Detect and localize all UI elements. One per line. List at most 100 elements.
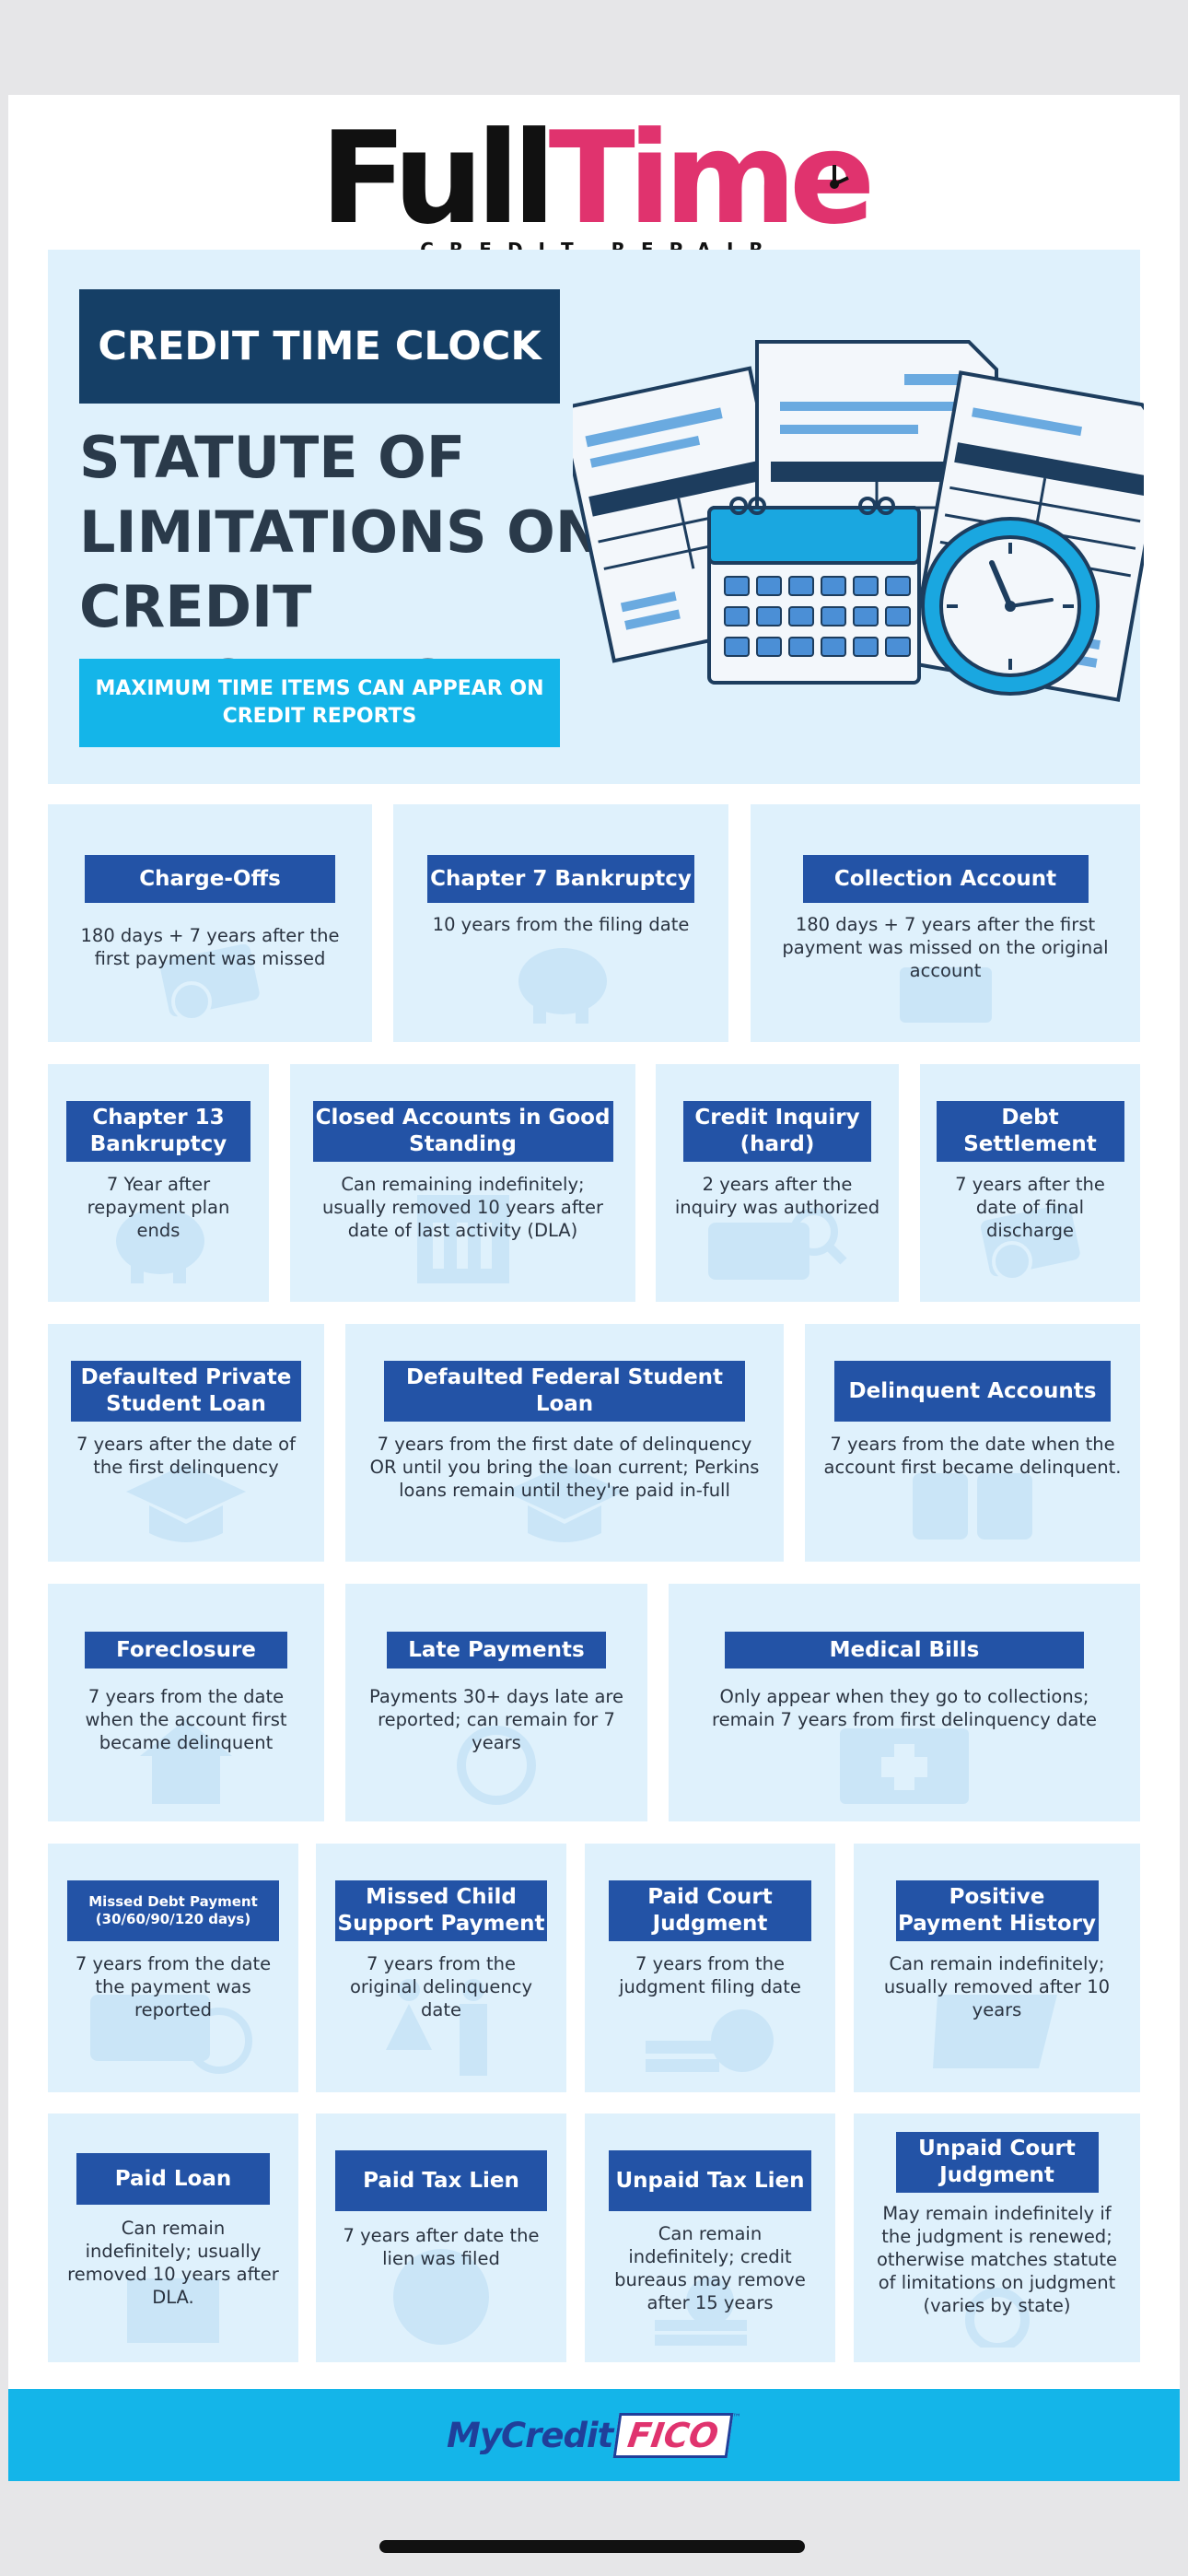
calendar-icon bbox=[707, 497, 921, 685]
card-paid-court-judgment: Paid Court Judgment 7 years from the judg… bbox=[585, 1844, 835, 2092]
credit-card-icon bbox=[975, 1203, 1086, 1291]
hero-section: CREDIT TIME CLOCK STATUTE OF LIMITATIONS… bbox=[48, 250, 1144, 784]
card-label: Credit Inquiry (hard) bbox=[683, 1101, 871, 1162]
card-defaulted-federal-student-loan: Defaulted Federal Student Loan 7 years fr… bbox=[345, 1324, 784, 1562]
card-credit-inquiry-hard: Credit Inquiry (hard) 2 years after the i… bbox=[656, 1064, 899, 1302]
card-description: 7 years from the date when the account f… bbox=[85, 1686, 287, 1753]
wall-clock-icon bbox=[921, 517, 1100, 696]
broken-card-icon bbox=[908, 1464, 1037, 1551]
infographic-page: FullTime CREDIT REPAIR CREDIT TIME CLOCK… bbox=[8, 95, 1180, 2481]
card-chapter-13-bankruptcy: Chapter 13 Bankruptcy 7 Year after repaym… bbox=[48, 1064, 269, 1302]
card-chapter-7-bankruptcy: Chapter 7 Bankruptcy 10 years from the fi… bbox=[393, 804, 728, 1042]
hero-subtitle: MAXIMUM TIME ITEMS CAN APPEAR ON CREDIT … bbox=[79, 659, 560, 747]
card-label: Debt Settlement bbox=[936, 1101, 1124, 1162]
logo-word-full: Full bbox=[320, 104, 555, 252]
card-foreclosure: Foreclosure 7 years from the date when th… bbox=[48, 1584, 324, 1821]
card-description: 7 years from the date when the account f… bbox=[823, 1434, 1122, 1478]
card-description: 7 years after date the lien was filed bbox=[343, 2225, 540, 2269]
card-description: 180 days + 7 years after the first payme… bbox=[782, 914, 1109, 981]
inbox-icon bbox=[895, 963, 996, 1031]
coin-stack-icon bbox=[646, 2274, 775, 2351]
family-icon bbox=[372, 1976, 510, 2081]
piggy-bank-icon bbox=[103, 1195, 214, 1291]
card-label: Paid Tax Lien bbox=[335, 2150, 547, 2211]
card-description: 7 years from the date the payment was re… bbox=[75, 1953, 272, 2020]
card-description: 10 years from the filing date bbox=[432, 914, 690, 935]
trademark-mark: ™ bbox=[731, 2412, 741, 2423]
card-charge-offs: Charge-Offs 180 days + 7 years after the … bbox=[48, 804, 372, 1042]
card-label: Positive Payment History bbox=[895, 1880, 1099, 1941]
card-label: Chapter 13 Bankruptcy bbox=[66, 1101, 250, 1162]
hero-title-line: LIMITATIONS ON bbox=[79, 498, 603, 566]
card-description: Can remain indefinitely; credit bureaus … bbox=[614, 2223, 806, 2313]
card-description: Payments 30+ days late are reported; can… bbox=[368, 1686, 624, 1753]
card-label: Foreclosure bbox=[85, 1632, 287, 1669]
card-description: 7 years from the original delinquency da… bbox=[349, 1953, 532, 2020]
card-label: Missed Debt Payment (30/60/90/120 days) bbox=[67, 1880, 279, 1941]
coins-icon bbox=[641, 1985, 779, 2081]
credit-card-icon bbox=[155, 943, 265, 1031]
folder-icon bbox=[928, 1985, 1066, 2081]
card-label: Unpaid Tax Lien bbox=[609, 2150, 811, 2211]
card-label: Defaulted Private Student Loan bbox=[71, 1361, 301, 1422]
card-description: Can remain indefinitely; usually removed… bbox=[67, 2218, 279, 2308]
card-debt-settlement: Debt Settlement 7 years after the date of… bbox=[920, 1064, 1140, 1302]
footer-brand-fico: FICO bbox=[612, 2412, 734, 2458]
card-description: 7 years from the first date of delinquen… bbox=[369, 1434, 760, 1501]
card-label: Unpaid Court Judgment bbox=[895, 2132, 1099, 2193]
dollar-coin-icon bbox=[386, 2246, 496, 2351]
card-description: 7 years after the date of final discharg… bbox=[955, 1174, 1105, 1241]
logo-word-time: Time bbox=[548, 104, 876, 252]
documents-calendar-clock-illustration bbox=[573, 340, 1144, 702]
graduation-cap-icon bbox=[500, 1455, 629, 1551]
card-label: Late Payments bbox=[387, 1632, 606, 1669]
bank-icon bbox=[413, 1186, 514, 1291]
card-label: Missed Child Support Payment bbox=[335, 1880, 547, 1941]
medical-kit-icon bbox=[835, 1724, 973, 1810]
piggy-bank-icon bbox=[506, 935, 616, 1031]
card-description: May remain indefinitely if the judgment … bbox=[876, 2203, 1118, 2316]
card-description: Can remaining indefinitely; usually remo… bbox=[321, 1174, 604, 1241]
card-label: Medical Bills bbox=[725, 1632, 1084, 1669]
card-description: Can remain indefinitely; usually removed… bbox=[883, 1953, 1111, 2020]
card-label: Defaulted Federal Student Loan bbox=[384, 1361, 745, 1422]
card-label: Closed Accounts in Good Standing bbox=[312, 1101, 613, 1162]
house-dollar-icon bbox=[135, 1715, 237, 1810]
card-label: Charge-Offs bbox=[85, 855, 335, 903]
card-blocked-icon bbox=[86, 1985, 261, 2081]
card-description: 7 Year after repayment plan ends bbox=[87, 1174, 230, 1241]
card-label: Chapter 7 Bankruptcy bbox=[427, 855, 694, 903]
card-description: 2 years after the inquiry was authorized bbox=[674, 1174, 880, 1218]
card-description: 7 years from the judgment filing date bbox=[619, 1953, 801, 1997]
card-description: 180 days + 7 years after the first payme… bbox=[80, 925, 340, 969]
card-description: Only appear when they go to collections;… bbox=[712, 1686, 1097, 1730]
graduation-cap-icon bbox=[122, 1455, 250, 1551]
footer-brand-mycredit: MyCredit bbox=[447, 2415, 613, 2455]
card-search-icon bbox=[704, 1204, 851, 1291]
document-icon bbox=[122, 2274, 224, 2351]
home-indicator[interactable] bbox=[379, 2540, 805, 2553]
card-collection-account: Collection Account 180 days + 7 years aft… bbox=[751, 804, 1140, 1042]
fulltime-logo: FullTime CREDIT REPAIR bbox=[8, 115, 1180, 262]
hero-tag: CREDIT TIME CLOCK bbox=[79, 289, 560, 404]
card-label: Collection Account bbox=[802, 855, 1089, 903]
circle-icon bbox=[947, 2283, 1048, 2352]
card-missed-debt-payment-30-60-90-120-days: Missed Debt Payment (30/60/90/120 days) 7… bbox=[48, 1844, 298, 2092]
card-label: Paid Court Judgment bbox=[609, 1880, 811, 1941]
card-label: Paid Loan bbox=[76, 2153, 270, 2205]
card-paid-tax-lien: Paid Tax Lien 7 years after date the lien… bbox=[316, 2113, 566, 2362]
logo-clock-icon bbox=[829, 165, 849, 189]
hero-title-line: STATUTE OF bbox=[79, 424, 466, 491]
card-missed-child-support-payment: Missed Child Support Payment 7 years from… bbox=[316, 1844, 566, 2092]
